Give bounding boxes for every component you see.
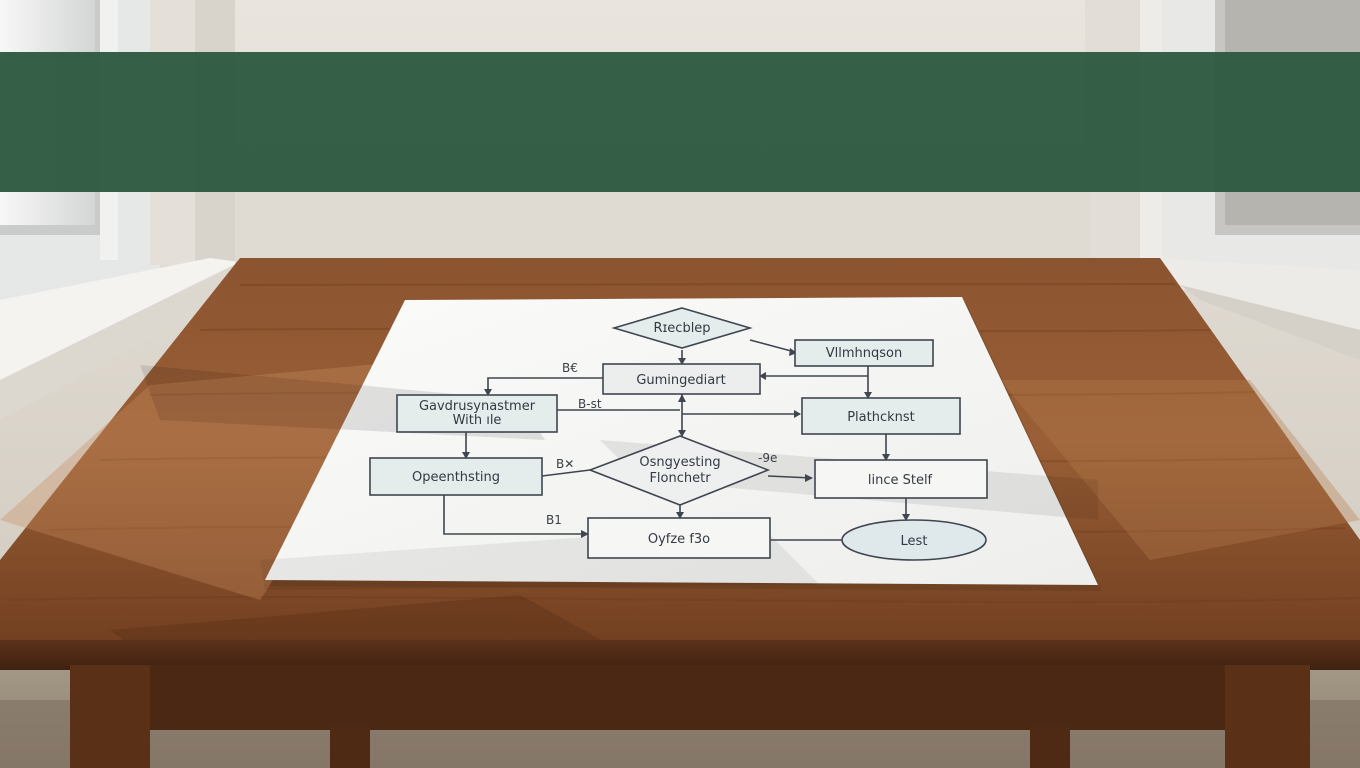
label-top-left: B€ <box>562 361 578 375</box>
center-diamond-shape <box>587 435 771 506</box>
label-mid-left: B-st <box>578 397 602 411</box>
label-lower-left: B✕ <box>556 457 574 471</box>
left-box-label-2: With ıle <box>453 413 502 428</box>
oval-label: Lest <box>901 534 928 549</box>
top-diamond-label: Rɪecblep <box>653 321 710 336</box>
top-right-box-shape <box>794 339 934 367</box>
oval-shape <box>841 519 987 561</box>
top-diamond-shape <box>611 307 753 349</box>
center-diamond-label-1: Osngyesting <box>639 455 720 470</box>
top-right-box-label: Vllmhnqson <box>826 346 902 361</box>
label-bottom-left: B1 <box>546 513 562 527</box>
center-box-label: Gumingediart <box>636 373 725 388</box>
label-diamond-right: -9e <box>758 451 777 465</box>
right-mid-box-shape <box>801 397 961 435</box>
right-lower-box-label: lince Stelf <box>868 473 933 488</box>
left-box-label-1: Gavdrusynastmer <box>419 399 536 414</box>
arrowheads <box>462 348 910 538</box>
left-lower-box-label: Opeenthsting <box>412 470 500 485</box>
center-diamond-label-2: Flonchetr <box>649 471 711 486</box>
bottom-box-label: Oyfze f3o <box>648 532 710 547</box>
bottom-box-shape <box>587 517 771 559</box>
right-mid-box-label: Plathcknst <box>847 410 915 425</box>
left-lower-box-shape <box>369 457 543 496</box>
right-lower-box-shape <box>814 459 988 499</box>
left-box-shape <box>396 394 558 433</box>
center-box-shape <box>602 363 761 395</box>
green-banner <box>0 52 1360 192</box>
